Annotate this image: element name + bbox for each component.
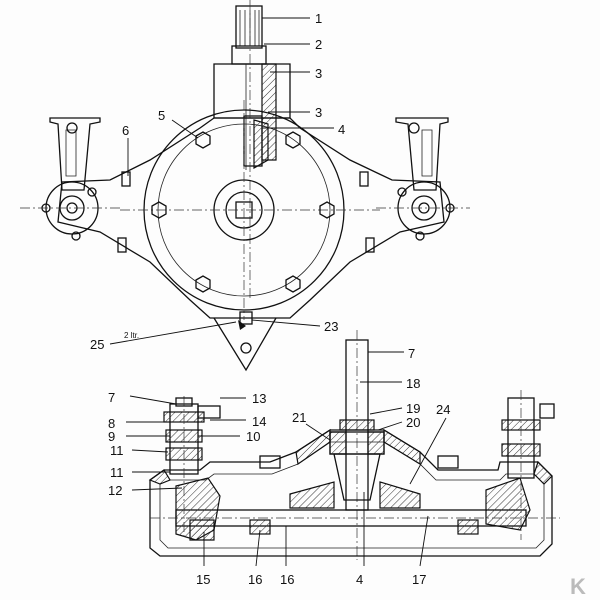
callout-18: 18 [406, 376, 420, 391]
callout-16-right: 4 [356, 572, 363, 587]
callout-10: 10 [246, 429, 260, 444]
callout-11b: 11 [110, 465, 124, 480]
callout-19: 19 [406, 401, 420, 416]
right-bracket [359, 117, 470, 253]
bevel-gear-left [175, 477, 221, 541]
callout-20: 20 [406, 415, 420, 430]
callout-3b: 3 [315, 105, 322, 120]
callout-3a: 3 [315, 66, 322, 81]
callout-24: 24 [436, 402, 450, 417]
top-view: 1 2 3 3 4 5 6 23 25 2 ltr. [20, 0, 470, 372]
input-shaft-spline [231, 5, 267, 65]
logo-letter: K [570, 574, 586, 599]
callout-5: 5 [158, 108, 165, 123]
capacity-label: 2 ltr. [124, 331, 139, 340]
housing-bolts [151, 131, 335, 293]
callout-6: 6 [122, 123, 129, 138]
callout-11a: 11 [110, 443, 124, 458]
brand-logo: K [570, 574, 586, 599]
callout-21: 21 [292, 410, 306, 425]
bevel-gear-right [485, 477, 531, 531]
lower-casing [148, 428, 553, 557]
neck-housing [213, 0, 291, 300]
callout-14: 14 [252, 414, 266, 429]
gearbox-body [57, 100, 445, 320]
callout-2: 2 [315, 37, 322, 52]
callout-16-left: 16 [248, 572, 262, 587]
right-upright-assembly [501, 390, 555, 540]
section-view: 7 7 8 9 10 11 11 12 13 14 15 16 [108, 330, 560, 587]
callout-13: 13 [252, 391, 266, 406]
callout-12: 12 [108, 483, 122, 498]
left-bracket [20, 117, 131, 253]
callout-23: 23 [324, 319, 338, 334]
callout-25: 25 [90, 337, 104, 352]
callout-7-left: 7 [108, 390, 115, 405]
top-view-callouts: 1 2 3 3 4 5 6 23 25 2 ltr. [90, 11, 345, 352]
callout-17: 17 [412, 572, 426, 587]
callout-1: 1 [315, 11, 322, 26]
callout-4-section: 16 [280, 572, 294, 587]
callout-4: 4 [338, 122, 345, 137]
drain-tab [213, 311, 277, 372]
callout-15: 15 [196, 572, 210, 587]
section-view-callouts: 7 7 8 9 10 11 11 12 13 14 15 16 [108, 346, 450, 587]
callout-8: 8 [108, 416, 115, 431]
callout-7-shaft: 7 [408, 346, 415, 361]
callout-9: 9 [108, 429, 115, 444]
bevel-gear-center [289, 453, 421, 509]
